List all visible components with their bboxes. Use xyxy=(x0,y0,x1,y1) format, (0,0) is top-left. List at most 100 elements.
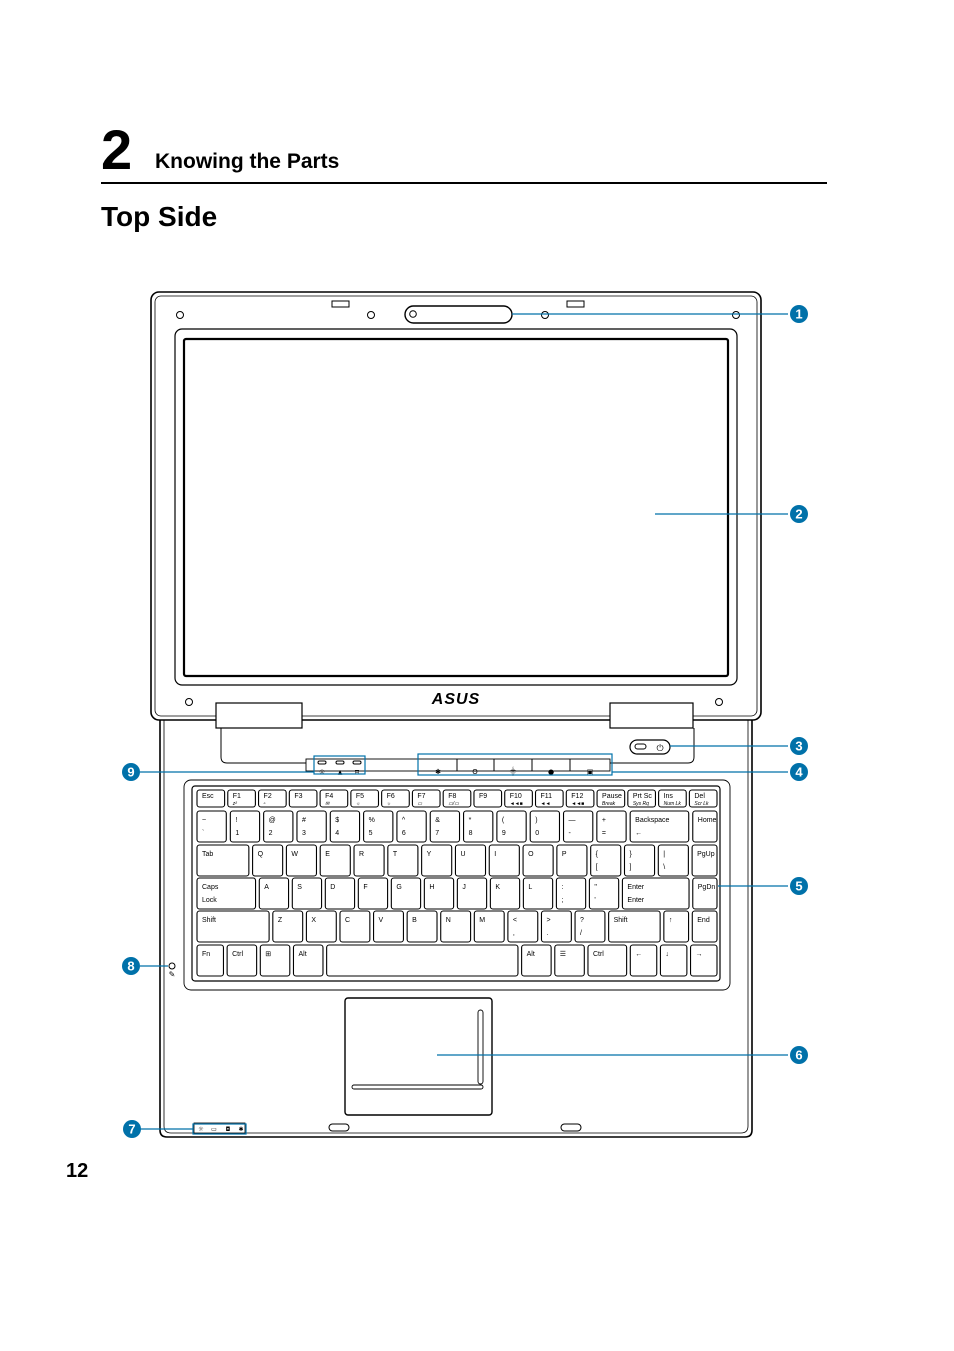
key-sublabel: 2 xyxy=(269,830,273,837)
key-cap xyxy=(473,910,505,943)
key-label: B xyxy=(412,917,417,924)
callout-number: 8 xyxy=(127,959,134,974)
keyboard-key: W xyxy=(285,844,318,877)
key-cap xyxy=(373,910,404,943)
power-button xyxy=(629,739,671,755)
power-icon: ⏻ xyxy=(656,743,663,754)
key-sublabel: Num Lk xyxy=(664,801,682,807)
key-cap xyxy=(534,789,564,808)
key-cap xyxy=(442,789,472,808)
key-label: F6 xyxy=(387,793,395,800)
camera-lens-icon xyxy=(409,310,417,318)
key-sublabel: 4 xyxy=(335,830,339,837)
keyboard-key: R xyxy=(353,844,385,877)
key-label: ↑ xyxy=(669,917,673,924)
key-label: Y xyxy=(427,851,432,858)
key-cap xyxy=(522,844,554,877)
key-label: ) xyxy=(535,817,537,824)
key-label: ↓ xyxy=(665,951,669,958)
key-label: Shift xyxy=(614,917,628,924)
chapter-title: Knowing the Parts xyxy=(155,150,340,173)
keyboard-key: A xyxy=(258,877,290,910)
key-label: $ xyxy=(335,817,339,824)
key-cap xyxy=(658,789,687,808)
key-label: " xyxy=(594,884,597,891)
key-label: { xyxy=(596,851,599,858)
callout-5: 5 xyxy=(790,877,808,895)
key-sublabel: Scr Lk xyxy=(694,801,709,807)
key-label: ← xyxy=(635,951,642,958)
key-sublabel: . xyxy=(546,930,548,937)
keyboard-key: F7▭ xyxy=(411,789,441,808)
callout-2: 2 xyxy=(790,505,808,523)
key-label: ! xyxy=(235,817,237,824)
keyboard-key: Backspace← xyxy=(629,810,690,843)
keyboard-key: += xyxy=(596,810,627,843)
key-label: Prt Sc xyxy=(633,793,653,800)
keyboard-key: ← xyxy=(629,944,658,977)
keyboard-key: )0 xyxy=(529,810,561,843)
instant-keys: ✱ ʘ ⸎ ● ▣ xyxy=(435,759,593,777)
callout-number: 5 xyxy=(795,879,802,894)
key-cap xyxy=(588,877,620,910)
key-cap xyxy=(555,877,587,910)
key-sublabel: ← xyxy=(635,830,642,837)
keyboard-key: I xyxy=(488,844,520,877)
key-cap xyxy=(587,944,628,977)
key-label: T xyxy=(393,851,398,858)
wireless-indicator-icon: ✱ xyxy=(238,1126,243,1133)
key-cap xyxy=(257,789,287,808)
key-cap xyxy=(689,944,718,977)
key-label: L xyxy=(528,884,532,891)
key-cap xyxy=(454,844,487,877)
key-cap xyxy=(562,810,594,843)
keyboard-key: ^6 xyxy=(396,810,427,843)
key-label: J xyxy=(462,884,466,891)
keyboard-key: F11◄◄ xyxy=(534,789,564,808)
key-label: ⊞ xyxy=(265,951,271,958)
key-cap xyxy=(196,877,257,910)
key-label: F11 xyxy=(541,793,553,800)
key-label: Tab xyxy=(202,851,213,858)
key-sublabel: ◄◄ xyxy=(541,801,551,807)
num-lock-icon: ① xyxy=(319,769,324,776)
chapter-divider xyxy=(101,182,827,184)
keyboard-key: N xyxy=(440,910,472,943)
callout-number: 4 xyxy=(795,765,803,780)
key-label: Ctrl xyxy=(593,951,604,958)
key-label: Alt xyxy=(298,951,306,958)
key-cap xyxy=(521,944,552,977)
keyboard-key: F8▭/▭ xyxy=(442,789,472,808)
key-cap xyxy=(692,810,718,843)
keyboard-key: O xyxy=(522,844,554,877)
key-sublabel: ; xyxy=(561,897,563,904)
key-cap xyxy=(296,810,327,843)
keyboard-key: Tab xyxy=(196,844,250,877)
keyboard-key: %5 xyxy=(363,810,394,843)
key-label: C xyxy=(345,917,350,924)
key-label: Pause xyxy=(602,793,622,800)
key-cap xyxy=(692,877,718,910)
touchpad-scroll-zone xyxy=(477,1009,484,1085)
callout-8: 8 xyxy=(122,957,140,975)
callout-1: 1 xyxy=(790,305,808,323)
key-cap xyxy=(319,844,351,877)
key-label: M xyxy=(479,917,485,924)
keyboard-key: C xyxy=(339,910,371,943)
key-label: A xyxy=(264,884,269,891)
keyboard-key: E xyxy=(319,844,351,877)
key-label: End xyxy=(697,917,710,924)
keyboard-key: Esc xyxy=(196,789,226,808)
drive-indicator-icon: ◘ xyxy=(226,1126,231,1133)
bluetooth-key-icon: ✱ xyxy=(435,768,441,776)
keyboard-key: (9 xyxy=(496,810,527,843)
key-label: PgDn xyxy=(698,884,716,891)
chapter-number: 2 xyxy=(101,118,133,181)
keyboard-key: Ctrl xyxy=(226,944,258,977)
key-cap xyxy=(554,944,585,977)
key-cap xyxy=(663,910,690,943)
camera-housing xyxy=(404,305,513,324)
key-cap xyxy=(339,910,371,943)
